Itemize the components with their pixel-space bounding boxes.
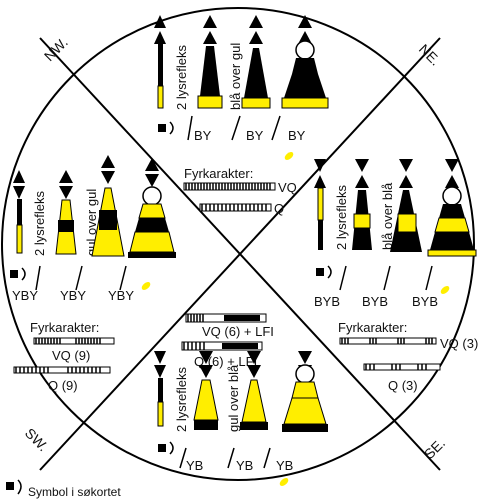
- east-chart-glyph-2: [384, 266, 390, 290]
- north-spar-buoy: [154, 15, 166, 108]
- direction-se: SE.: [421, 435, 448, 462]
- south-chart-symbol-2: YB: [236, 458, 253, 473]
- south-chart-glyph-2: [228, 448, 234, 468]
- east-chart-symbol-icon: [316, 266, 331, 278]
- east-chart-glyph-1: [340, 266, 346, 290]
- north-chart-glyph-1: [188, 116, 192, 140]
- west-spar-buoy: [13, 170, 25, 253]
- legend-text: Symbol i søkortet: [28, 485, 121, 499]
- south-lighted-buoy: [282, 351, 328, 432]
- south-color-label: gul over blå: [226, 364, 241, 432]
- west-light-flare-icon: [140, 280, 152, 291]
- direction-sw: SW.: [22, 425, 51, 454]
- center-fyrkarakter-title: Fyrkarakter:: [184, 166, 253, 181]
- north-float-label: 2 lysrefleks: [174, 44, 189, 110]
- east-quadrant: 2 lysrefleks blå over blå BY: [314, 159, 478, 393]
- north-chart-glyph-3: [272, 116, 280, 140]
- north-chart-symbol-icon: [158, 122, 173, 134]
- south-q-rhythm-bar: [182, 342, 262, 350]
- west-quadrant: 2 lysrefleks gul over gul YB: [10, 155, 176, 393]
- south-quadrant: VQ (6) + LFI Q (6) + LFI 2 lysrefleks gu…: [154, 314, 328, 488]
- west-chart-glyph-3: [120, 266, 126, 290]
- east-pillar-buoy: [352, 159, 372, 250]
- center-light-q: Q: [274, 201, 284, 216]
- center-light-vq: VQ: [278, 180, 297, 195]
- west-light-vq: VQ (9): [52, 348, 90, 363]
- center-q-rhythm-bar: [200, 204, 271, 211]
- north-quadrant: 2 lysrefleks blå over gul: [154, 15, 328, 162]
- east-light-flare-icon: [439, 284, 451, 295]
- south-chart-symbol-3: YB: [276, 458, 293, 473]
- north-chart-symbol-3: BY: [288, 128, 306, 143]
- west-lighted-buoy: [128, 158, 176, 258]
- east-vq-rhythm-bar: [340, 338, 436, 344]
- north-chart-symbol-1: BY: [194, 128, 212, 143]
- west-light-q: Q (9): [48, 378, 78, 393]
- east-chart-glyph-3: [426, 266, 432, 290]
- east-float-label: 2 lysrefleks: [334, 184, 349, 250]
- west-chart-symbol-icon: [10, 268, 25, 280]
- south-light-flare-icon: [278, 476, 290, 487]
- east-light-q: Q (3): [388, 378, 418, 393]
- west-chart-symbol-2: YBY: [60, 288, 86, 303]
- west-chart-glyph-1: [36, 266, 40, 290]
- west-vq-rhythm-bar: [34, 338, 114, 344]
- east-chart-symbol-3: BYB: [412, 294, 438, 309]
- east-fyrkarakter-title: Fyrkarakter:: [338, 320, 407, 335]
- west-chart-glyph-2: [76, 266, 82, 290]
- north-pillar-buoy: [198, 15, 222, 108]
- east-light-vq: VQ (3): [440, 336, 478, 351]
- north-color-label: blå over gul: [228, 43, 243, 110]
- legend: Symbol i søkortet: [6, 480, 121, 499]
- south-chart-symbol-icon: [158, 442, 173, 454]
- north-chart-symbol-2: BY: [246, 128, 264, 143]
- south-light-vq: VQ (6) + LFI: [202, 324, 274, 339]
- west-q-rhythm-bar: [14, 367, 110, 373]
- south-vq-rhythm-bar: [186, 314, 266, 322]
- east-chart-symbol-1: BYB: [314, 294, 340, 309]
- north-chart-glyph-2: [232, 116, 240, 140]
- direction-ne: NE.: [416, 41, 444, 69]
- west-pillar-buoy: [56, 170, 76, 254]
- center-vq-rhythm-bar: [184, 183, 275, 190]
- legend-symbol-icon: [6, 482, 14, 490]
- west-chart-symbol-1: YBY: [12, 288, 38, 303]
- east-lighted-buoy: [428, 159, 476, 256]
- north-lighted-buoy: [282, 15, 328, 108]
- south-chart-glyph-3: [264, 448, 270, 468]
- east-chart-symbol-2: BYB: [362, 294, 388, 309]
- north-tall-buoy: [242, 15, 270, 108]
- direction-nw: NW.: [41, 34, 71, 64]
- north-light-flare-icon: [283, 150, 295, 161]
- west-chart-symbol-3: YBY: [108, 288, 134, 303]
- east-q-rhythm-bar: [364, 364, 440, 370]
- south-chart-symbol-1: YB: [186, 458, 203, 473]
- west-fyrkarakter-title: Fyrkarakter:: [30, 320, 99, 335]
- south-spar-buoy: [154, 351, 166, 426]
- south-float-label: 2 lysrefleks: [174, 366, 189, 432]
- west-float-label: 2 lysrefleks: [32, 190, 47, 256]
- center-fyrkarakter: Fyrkarakter: VQ Q: [184, 166, 297, 216]
